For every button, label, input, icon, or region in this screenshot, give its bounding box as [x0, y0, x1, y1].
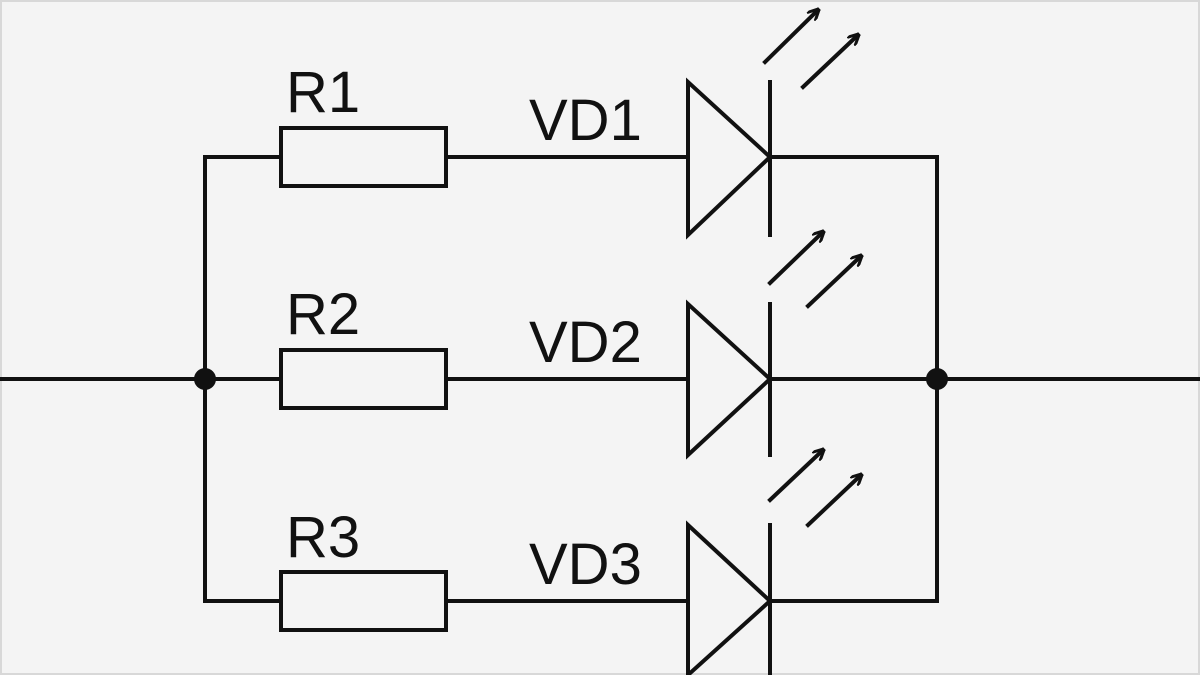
led-vd2-light-arrow-2: [805, 256, 861, 309]
led-vd1-label: VD1: [529, 88, 642, 153]
resistor-r1: [279, 126, 448, 188]
led-vd1-light-arrow-2: [800, 35, 858, 90]
branch-1: R1 VD1: [203, 10, 939, 240]
resistor-r2: [279, 348, 448, 410]
led-vd2-triangle: [686, 299, 773, 460]
resistor-r1-label: R1: [286, 60, 360, 125]
led-vd2-label: VD2: [529, 310, 642, 375]
branch-3: R3 VD3: [203, 450, 939, 675]
resistor-r3: [279, 570, 448, 632]
branch-2: R2 VD2: [203, 232, 939, 460]
led-vd3-triangle: [686, 520, 773, 675]
led-vd2-light-arrow-1: [767, 232, 823, 286]
led-vd1-light-arrow-1: [762, 10, 818, 65]
resistor-r3-label: R3: [286, 505, 360, 570]
led-vd3-light-arrow-2: [805, 475, 861, 528]
led-vd3-label: VD3: [529, 532, 642, 597]
led-vd3-light-arrow-1: [767, 450, 823, 503]
led-vd1-triangle: [686, 77, 773, 240]
resistor-r2-label: R2: [286, 282, 360, 347]
